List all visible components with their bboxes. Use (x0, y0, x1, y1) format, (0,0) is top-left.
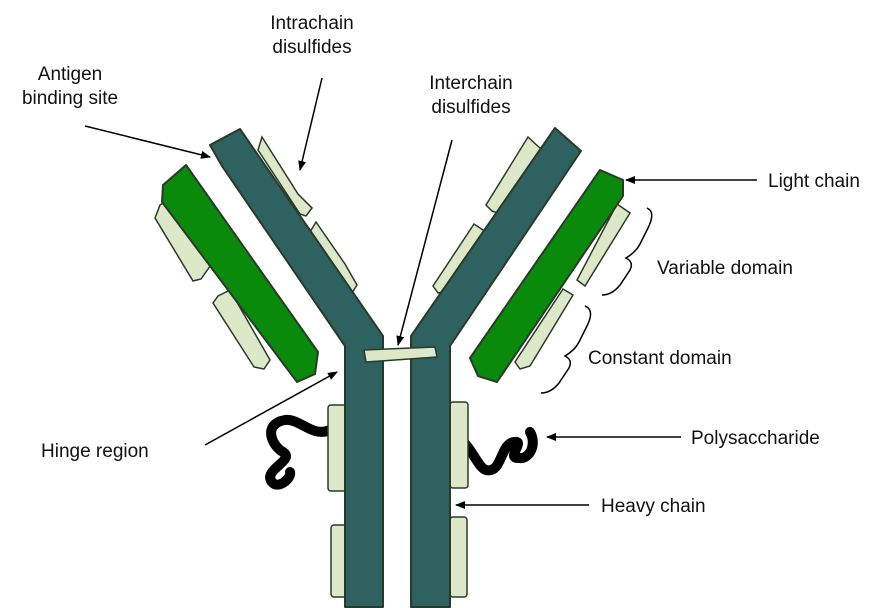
intrachain-label-line2: disulfides (272, 37, 351, 58)
polysaccharide-label: Polysaccharide (691, 428, 820, 449)
heavy-chain-right-disulfides (450, 402, 468, 597)
polysaccharide-right (460, 432, 533, 470)
hinge-region-label: Hinge region (41, 441, 149, 462)
antigen-label-line1: Antigen (38, 64, 102, 85)
interchain-label-line1: Interchain (429, 73, 512, 94)
antigen-label-line2: binding site (22, 88, 118, 109)
polysaccharide-left (270, 420, 330, 485)
intrachain-label-line1: Intrachain (270, 13, 353, 34)
constant-domain-label: Constant domain (588, 348, 732, 369)
interchain-label-line2: disulfides (431, 97, 510, 118)
light-chain-label: Light chain (768, 171, 860, 192)
antigen-binding-arrow (85, 126, 210, 157)
variable-domain-label: Variable domain (657, 258, 793, 279)
intrachain-arrow (300, 78, 322, 170)
heavy-chain-label: Heavy chain (601, 496, 706, 517)
